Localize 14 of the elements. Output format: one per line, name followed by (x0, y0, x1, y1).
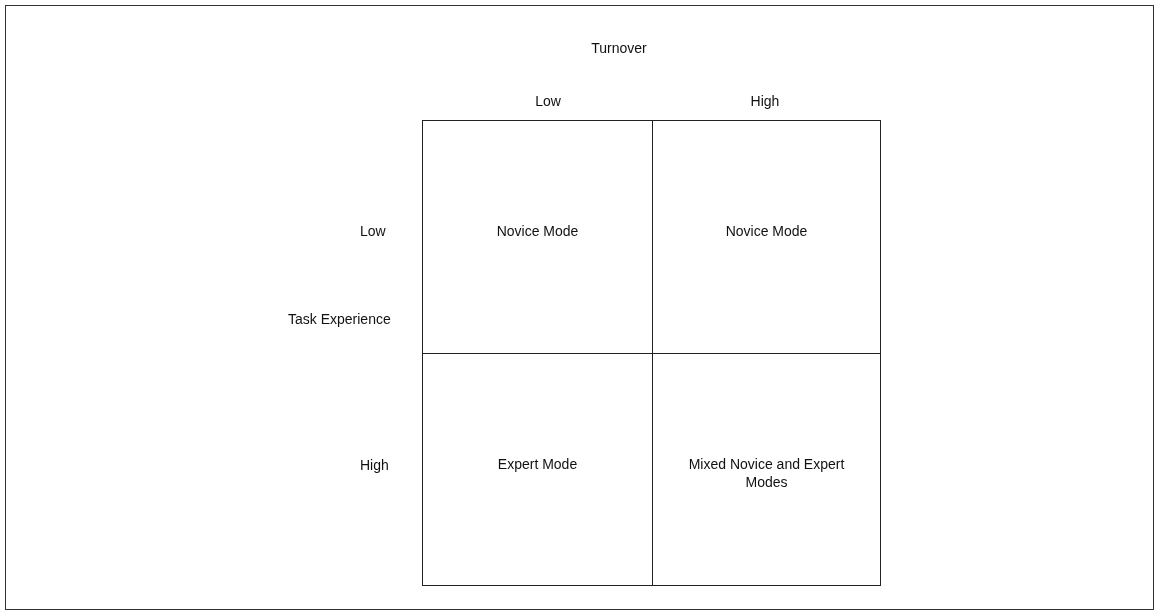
axis-label: Low (534, 92, 562, 110)
cell-text: Expert Mode (496, 455, 579, 473)
axis-label: High (749, 92, 781, 110)
cell-text: Novice Mode (724, 222, 809, 240)
matrix-cell (422, 353, 653, 586)
axis-label: Turnover (590, 39, 648, 57)
cell-text: Novice Mode (495, 222, 580, 240)
matrix-cell (422, 120, 653, 354)
matrix-cell (652, 353, 881, 586)
matrix-cell (652, 120, 881, 354)
axis-label: Task Experience (288, 310, 392, 328)
cell-text: Mixed Novice and Expert Modes (687, 455, 846, 491)
axis-label: High (360, 456, 390, 474)
axis-label: Low (360, 222, 387, 240)
